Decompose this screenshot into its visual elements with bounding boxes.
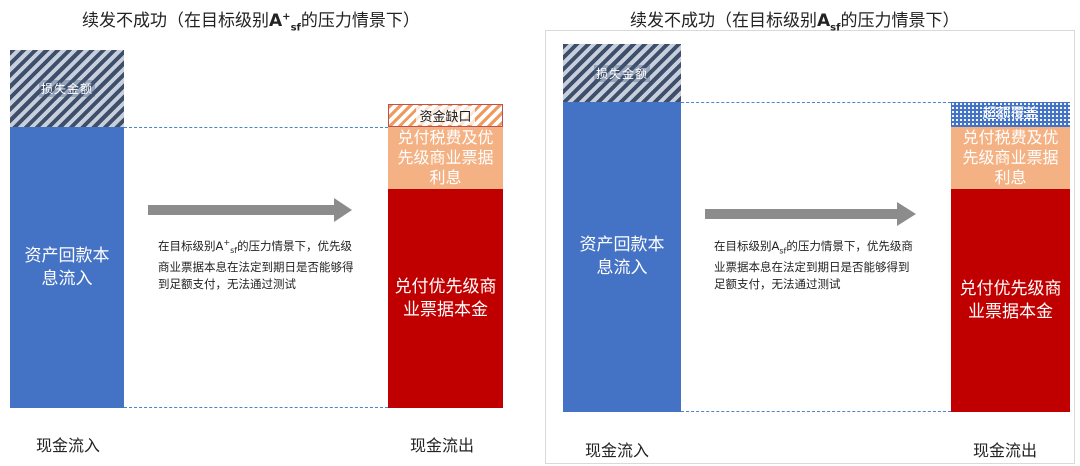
right-inflow-box: 资产回款本息流入 xyxy=(563,102,681,412)
left-loss-box: 损失金额 xyxy=(10,50,124,127)
left-tax-box: 兑付税费及优先级商业票据利息 xyxy=(388,127,503,189)
left-gap-box: 资金缺口 xyxy=(388,104,503,127)
left-gap-label: 资金缺口 xyxy=(416,106,475,125)
left-x-label-inflow: 现金流入 xyxy=(36,436,101,455)
right-principal-box: 兑付优先级商业票据本金 xyxy=(951,189,1070,412)
right-x-label-inflow: 现金流入 xyxy=(585,441,650,460)
left-bottom-dashed-line xyxy=(124,407,388,408)
right-top-dashed-line xyxy=(681,102,951,103)
left-top-dashed-line xyxy=(124,127,388,128)
right-title-prefix: 续发不成功（在目标级别 xyxy=(630,11,817,31)
right-principal-label: 兑付优先级商业票据本金 xyxy=(959,278,1062,322)
right-bottom-dashed-line xyxy=(681,411,951,412)
left-flow-arrow xyxy=(148,198,352,222)
left-principal-box: 兑付优先级商业票据本金 xyxy=(388,189,503,408)
left-note: 在目标级别A+sf的压力情景下，优先级商业票据本息在法定到期日是否能够得到足额支… xyxy=(158,238,354,292)
right-overcover-box: 超额覆盖 xyxy=(951,102,1070,127)
right-flow-arrow xyxy=(705,202,916,226)
left-title-prefix: 续发不成功（在目标级别 xyxy=(82,11,269,31)
left-tax-label: 兑付税费及优先级商业票据利息 xyxy=(397,128,494,187)
right-loss-label: 损失金额 xyxy=(593,64,650,82)
right-title-rating: Asf xyxy=(817,11,841,34)
left-inflow-box: 资产回款本息流入 xyxy=(10,127,124,408)
right-x-label-outflow: 现金流出 xyxy=(973,441,1038,460)
right-overcover-label: 超额覆盖 xyxy=(982,106,1039,122)
right-title: 续发不成功（在目标级别Asf的压力情景下） xyxy=(630,6,959,33)
left-loss-label: 损失金额 xyxy=(38,80,95,97)
right-tax-label: 兑付税费及优先级商业票据利息 xyxy=(962,128,1059,187)
left-title-rating: A+sf xyxy=(269,11,301,34)
left-principal-label: 兑付优先级商业票据本金 xyxy=(394,276,497,320)
right-inflow-label: 资产回款本息流入 xyxy=(579,235,665,278)
right-tax-box: 兑付税费及优先级商业票据利息 xyxy=(951,127,1070,189)
right-loss-box: 损失金额 xyxy=(563,44,681,102)
left-inflow-label: 资产回款本息流入 xyxy=(24,245,110,289)
left-title-suffix: 的压力情景下） xyxy=(300,11,420,31)
left-title: 续发不成功（在目标级别A+sf的压力情景下） xyxy=(82,6,420,33)
right-title-suffix: 的压力情景下） xyxy=(840,11,960,31)
right-note: 在目标级别Asf的压力情景下，优先级商业票据本息在法定到期日是否能够得到足额支付… xyxy=(714,239,913,292)
left-x-label-outflow: 现金流出 xyxy=(410,436,475,455)
